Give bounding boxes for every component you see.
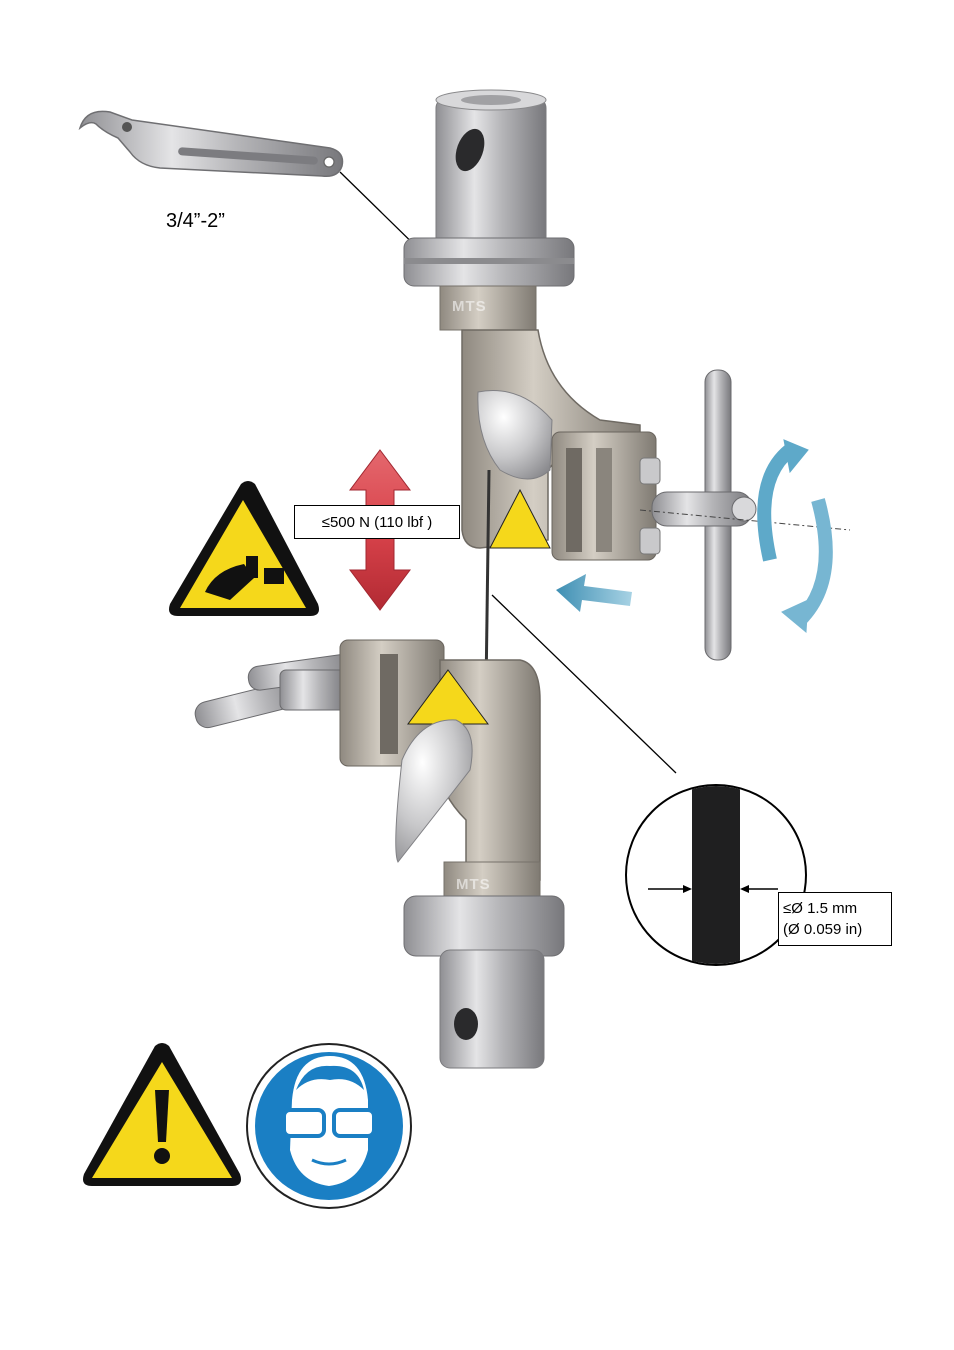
upper-grip xyxy=(404,90,756,660)
eye-protection-mandatory-icon xyxy=(247,1044,411,1208)
upper-brand-label: MTS xyxy=(452,298,487,315)
force-limit-callout: ≤500 N (110 lbf ) xyxy=(294,505,460,539)
wrench-size-label: 3/4”-2” xyxy=(166,210,225,233)
hand-crush-warning-icon xyxy=(169,481,319,616)
diameter-metric-label: ≤Ø 1.5 mm xyxy=(783,898,887,919)
rotation-arrows-icon xyxy=(640,440,850,632)
lower-brand-label: MTS xyxy=(456,876,491,893)
diameter-imperial-label: (Ø 0.059 in) xyxy=(783,919,887,940)
force-limit-label: ≤500 N (110 lbf ) xyxy=(322,514,433,531)
insert-direction-arrow-icon xyxy=(556,574,632,612)
specimen-diameter-callout: ≤Ø 1.5 mm (Ø 0.059 in) xyxy=(778,892,892,946)
general-warning-icon xyxy=(83,1043,241,1186)
hook-spanner-icon xyxy=(80,111,343,176)
lower-grip xyxy=(193,640,564,1068)
